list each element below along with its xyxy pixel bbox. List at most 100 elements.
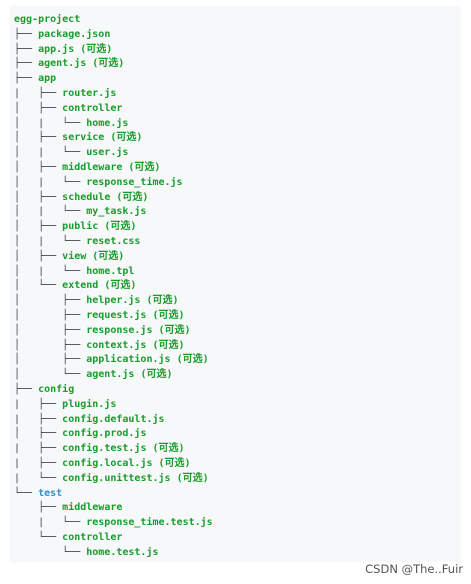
- tree-line: ├── agent.js (可选): [14, 57, 461, 72]
- tree-line: │ | └── user.js: [14, 146, 461, 161]
- tree-entry-name: router.js: [62, 87, 117, 99]
- tree-entry-name: middleware: [62, 161, 123, 173]
- tree-line: │ ├── service (可选): [14, 131, 461, 146]
- tree-line: | └── response_time.test.js: [14, 516, 461, 531]
- tree-branch-prefix: ├──: [14, 43, 39, 55]
- tree-entry-name: config.local.js: [62, 457, 153, 469]
- tree-branch-prefix: | ├──: [14, 443, 63, 455]
- tree-branch-prefix: | ├──: [14, 457, 63, 469]
- tree-branch-prefix: │ ├──: [14, 161, 63, 173]
- tree-entry-name: config.default.js: [62, 413, 165, 425]
- tree-entry-note: (可选): [152, 457, 191, 469]
- tree-branch-prefix: │ ├──: [14, 309, 87, 321]
- tree-entry-note: (可选): [146, 339, 185, 351]
- tree-entry-name: view: [62, 250, 87, 262]
- tree-line: | └── config.unittest.js (可选): [14, 472, 461, 487]
- tree-branch-prefix: │ ├──: [14, 132, 63, 144]
- tree-entry-name: home.js: [86, 117, 129, 129]
- tree-line: │ | └── home.js: [14, 117, 461, 132]
- tree-entry-note: (可选): [98, 280, 137, 292]
- tree-line: └── controller: [14, 531, 461, 546]
- tree-line: │ ├── application.js (可选): [14, 353, 461, 368]
- tree-entry-name: app.js: [38, 43, 75, 55]
- tree-branch-prefix: │ ├──: [14, 339, 87, 351]
- tree-line: │ ├── schedule (可选): [14, 191, 461, 206]
- tree-line: │ | └── home.tpl: [14, 265, 461, 280]
- tree-line: │ | └── response_time.js: [14, 176, 461, 191]
- tree-branch-prefix: │ ├──: [14, 354, 87, 366]
- tree-entry-name: user.js: [86, 147, 129, 159]
- code-block: egg-project├── package.json├── app.js (可…: [10, 6, 461, 562]
- tree-entry-name: config.prod.js: [62, 428, 147, 440]
- tree-branch-prefix: │ ├──: [14, 295, 87, 307]
- tree-line: ├── config: [14, 383, 461, 398]
- tree-entry-note: (可选): [74, 43, 113, 55]
- tree-line: egg-project: [14, 13, 461, 28]
- tree-entry-name: my_task.js: [86, 206, 147, 218]
- tree-entry-name: app: [38, 73, 57, 85]
- tree-entry-name: config.test.js: [62, 443, 147, 455]
- tree-entry-name: request.js: [86, 309, 147, 321]
- tree-branch-prefix: │ ├──: [14, 191, 63, 203]
- tree-entry-note: (可选): [140, 295, 179, 307]
- tree-branch-prefix: │ | └──: [14, 147, 87, 159]
- tree-entry-name: schedule: [62, 191, 111, 203]
- tree-branch-prefix: └──: [14, 531, 63, 543]
- tree-line: │ ├── helper.js (可选): [14, 294, 461, 309]
- tree-branch-prefix: ├──: [14, 73, 39, 85]
- tree-entry-note: (可选): [86, 250, 125, 262]
- tree-branch-prefix: │ ├──: [14, 221, 63, 233]
- directory-tree: egg-project├── package.json├── app.js (可…: [14, 13, 461, 560]
- tree-entry-note: (可选): [146, 443, 185, 455]
- tree-entry-name: response.js: [86, 324, 153, 336]
- tree-branch-prefix: | ├──: [14, 413, 63, 425]
- tree-branch-prefix: | └──: [14, 517, 87, 529]
- tree-branch-prefix: │ └──: [14, 280, 63, 292]
- tree-entry-note: (可选): [152, 324, 191, 336]
- tree-branch-prefix: │ | └──: [14, 176, 87, 188]
- tree-entry-name: response_time.test.js: [86, 517, 213, 529]
- tree-entry-name: config.unittest.js: [62, 472, 171, 484]
- tree-line: ├── app: [14, 72, 461, 87]
- tree-entry-note: (可选): [110, 191, 149, 203]
- tree-entry-name: plugin.js: [62, 398, 117, 410]
- tree-entry-name: package.json: [38, 28, 111, 40]
- tree-entry-name: application.js: [86, 354, 171, 366]
- tree-entry-name: extend: [62, 280, 99, 292]
- tree-line: │ └── extend (可选): [14, 279, 461, 294]
- tree-line: ├── package.json: [14, 28, 461, 43]
- tree-entry-name: response_time.js: [86, 176, 183, 188]
- tree-line: │ ├── request.js (可选): [14, 309, 461, 324]
- tree-entry-note: (可选): [86, 58, 125, 70]
- tree-line: │ ├── public (可选): [14, 220, 461, 235]
- tree-entry-name: public: [62, 221, 99, 233]
- tree-entry-name: agent.js: [38, 58, 87, 70]
- tree-entry-note: (可选): [170, 472, 209, 484]
- tree-branch-prefix: │ ├──: [14, 102, 63, 114]
- tree-line: | ├── plugin.js: [14, 398, 461, 413]
- tree-line: ├── middleware: [14, 501, 461, 516]
- tree-line: │ | └── my_task.js: [14, 205, 461, 220]
- tree-branch-prefix: │ ├──: [14, 324, 87, 336]
- tree-entry-note: (可选): [170, 354, 209, 366]
- tree-entry-name: reset.css: [86, 235, 141, 247]
- tree-branch-prefix: │ | └──: [14, 235, 87, 247]
- tree-entry-name: middleware: [62, 502, 123, 514]
- tree-line: │ ├── controller: [14, 102, 461, 117]
- tree-entry-name: agent.js: [86, 369, 135, 381]
- tree-entry-name: controller: [62, 102, 123, 114]
- tree-line: └── home.test.js: [14, 546, 461, 561]
- tree-branch-prefix: │ | └──: [14, 117, 87, 129]
- tree-branch-prefix: │ └──: [14, 369, 87, 381]
- tree-entry-name: controller: [62, 531, 123, 543]
- tree-line: | ├── router.js: [14, 87, 461, 102]
- tree-line: │ └── agent.js (可选): [14, 368, 461, 383]
- tree-entry-name: home.tpl: [86, 265, 135, 277]
- tree-line: | ├── config.local.js (可选): [14, 457, 461, 472]
- tree-branch-prefix: ├──: [14, 58, 39, 70]
- tree-branch-prefix: └──: [14, 487, 39, 499]
- tree-line: │ ├── config.prod.js: [14, 427, 461, 442]
- tree-entry-name: egg-project: [14, 14, 81, 25]
- tree-entry-name: context.js: [86, 339, 147, 351]
- tree-branch-prefix: ├──: [14, 28, 39, 40]
